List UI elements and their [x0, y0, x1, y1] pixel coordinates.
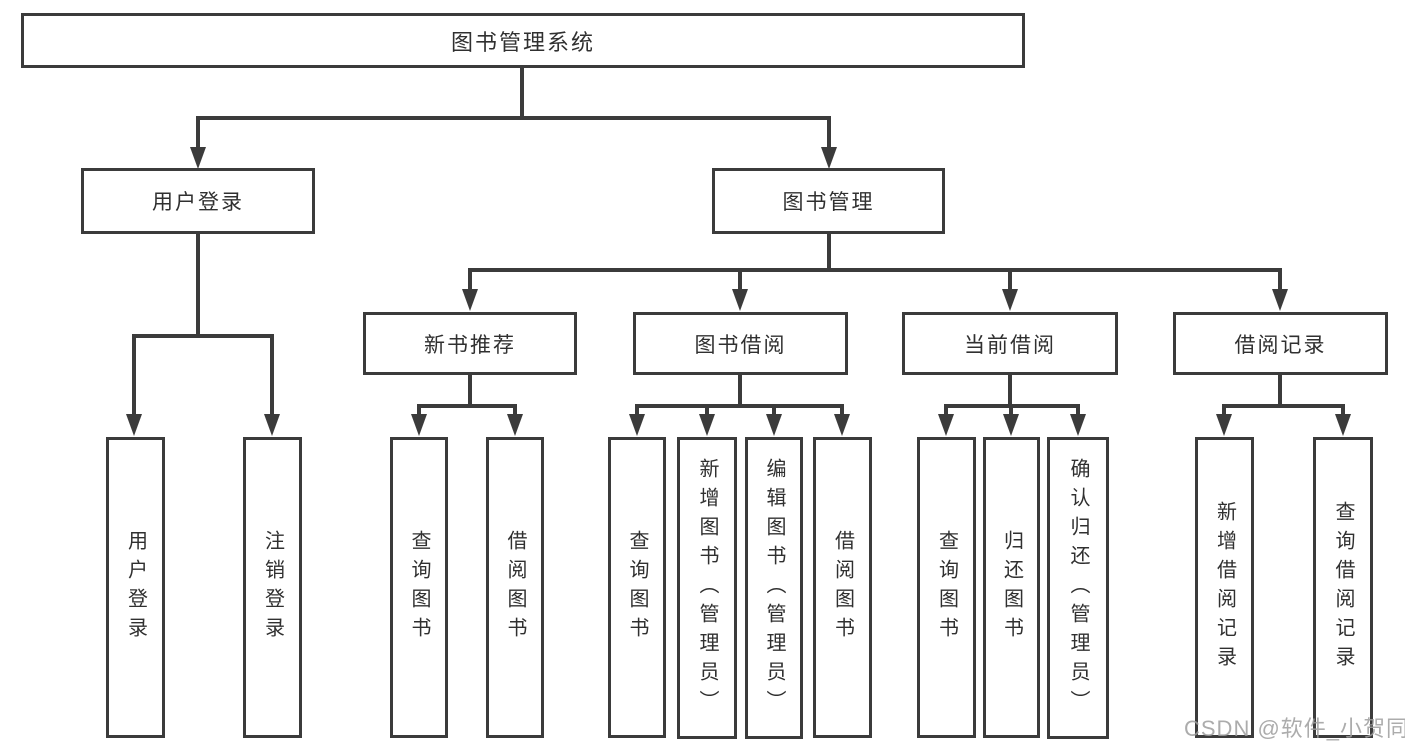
leaf-query-books-recommend: 查询图书	[390, 437, 448, 738]
leaf-query-books-borrow: 查询图书	[608, 437, 666, 738]
leaf-add-borrow-record: 新增借阅记录	[1195, 437, 1254, 738]
watermark: CSDN @软件_小贺同学	[1184, 716, 1405, 741]
node-book-management: 图书管理	[712, 168, 945, 234]
leaf-query-books-current: 查询图书	[917, 437, 976, 738]
node-current-borrow: 当前借阅	[902, 312, 1118, 375]
leaf-confirm-return-admin: 确认归还（管理员）	[1047, 437, 1109, 739]
leaf-add-books-admin: 新增图书（管理员）	[677, 437, 737, 739]
leaf-return-books: 归还图书	[983, 437, 1040, 738]
leaf-user-login: 用户登录	[106, 437, 165, 738]
node-new-book-recommend: 新书推荐	[363, 312, 577, 375]
node-borrow-record: 借阅记录	[1173, 312, 1388, 375]
leaf-logout: 注销登录	[243, 437, 302, 738]
leaf-query-borrow-record: 查询借阅记录	[1313, 437, 1373, 738]
arrowheads	[126, 147, 1351, 436]
leaf-borrow-books-recommend: 借阅图书	[486, 437, 544, 738]
leaf-edit-books-admin: 编辑图书（管理员）	[745, 437, 803, 739]
node-user-login: 用户登录	[81, 168, 315, 234]
leaf-borrow-books: 借阅图书	[813, 437, 872, 738]
node-book-borrow: 图书借阅	[633, 312, 848, 375]
node-root-system: 图书管理系统	[21, 13, 1025, 68]
